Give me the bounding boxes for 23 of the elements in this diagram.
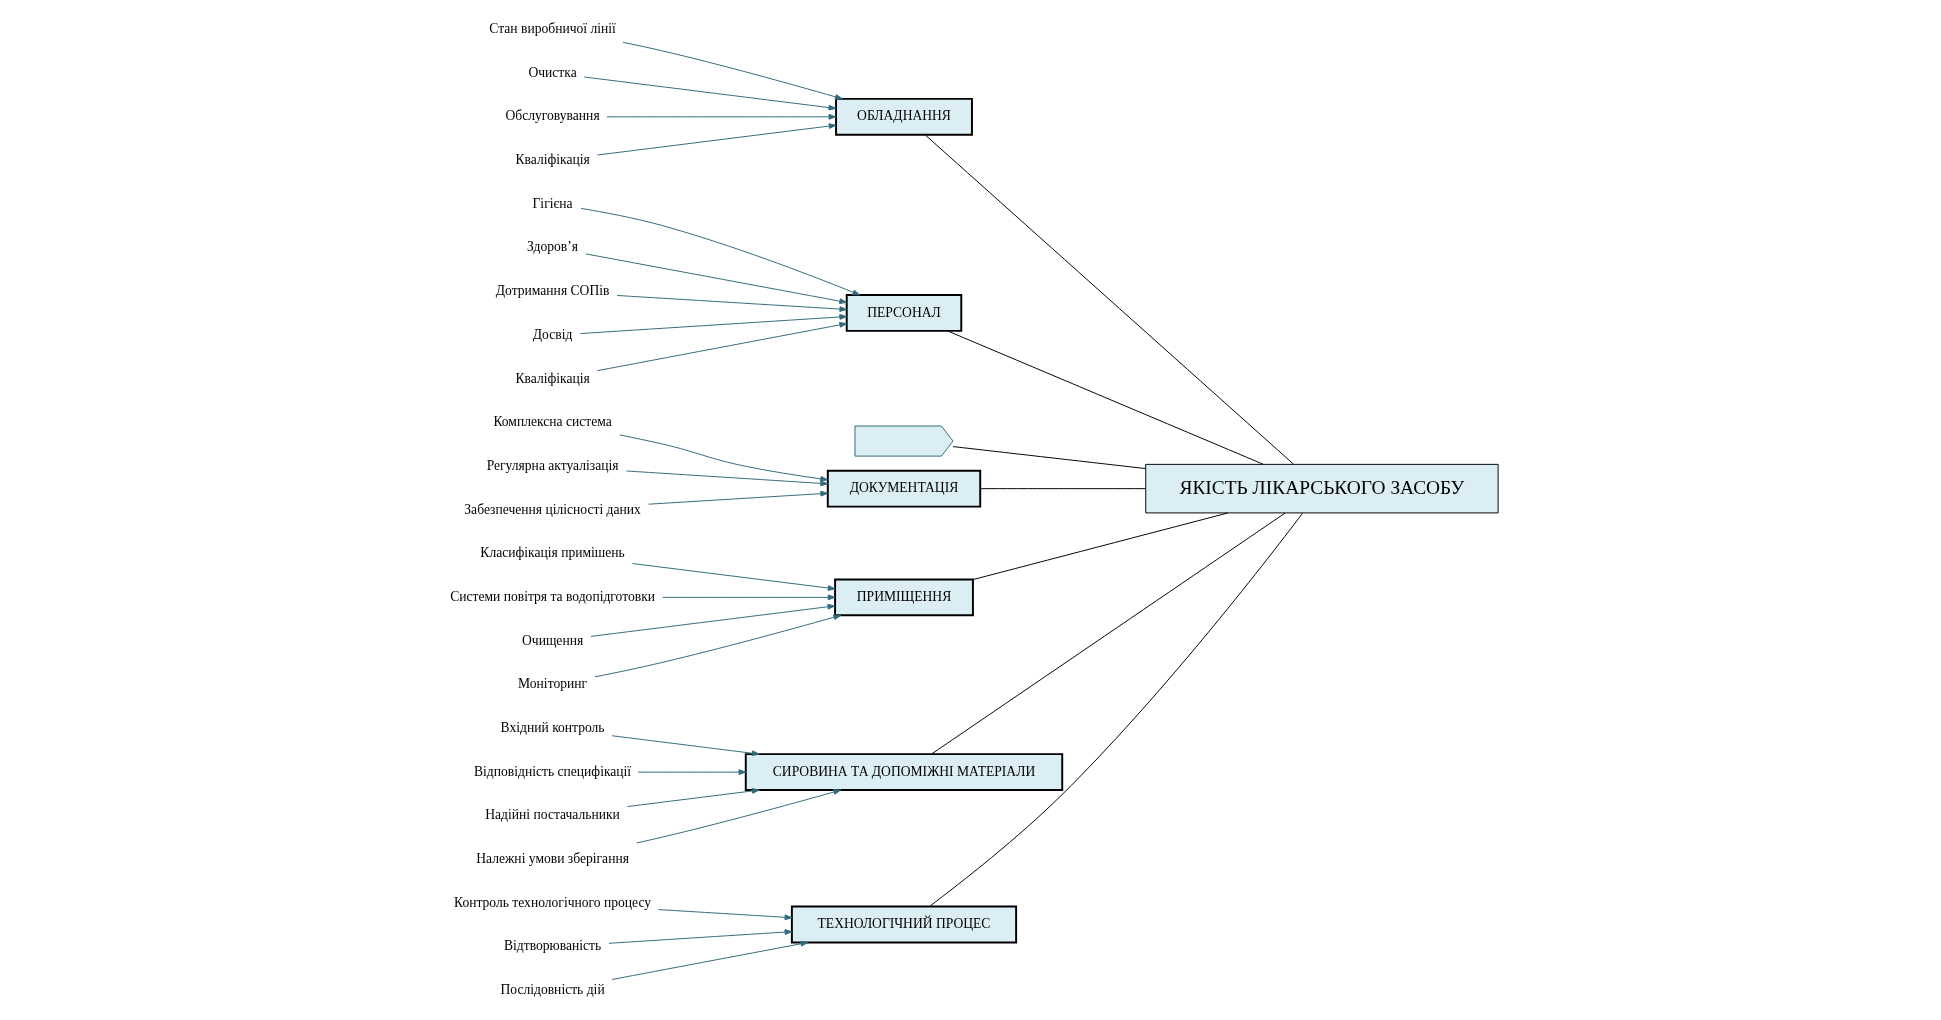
node-text: Кваліфікація bbox=[515, 152, 590, 168]
node-text: Здоров’я bbox=[527, 239, 579, 255]
node-text: Кваліфікація bbox=[515, 370, 590, 386]
node-text: Забезпечення цілісності даних bbox=[464, 501, 641, 517]
node-text: Системи повітря та водопідготовки bbox=[450, 588, 656, 604]
node-text: Гігієна bbox=[532, 195, 573, 211]
node-text: Дотримання СОПів bbox=[495, 283, 610, 299]
node-text: Моніторинг bbox=[518, 676, 588, 692]
node-text: Контроль технологічного процесу bbox=[454, 894, 652, 910]
node-text: Вхідний контроль bbox=[500, 720, 605, 736]
node-text: Комплексна система bbox=[493, 414, 612, 430]
node-text: Класифікація примішень bbox=[480, 545, 625, 561]
node-text: Відтворюваність bbox=[503, 938, 602, 954]
node-text: Стан виробничої лінії bbox=[489, 21, 616, 37]
node-text: Регулярна актуалізація bbox=[486, 457, 619, 473]
node-text: Відповідність специфікації bbox=[474, 763, 632, 779]
node-text: Надійні постачальники bbox=[485, 807, 620, 823]
node-text: Послідовність дій bbox=[500, 982, 605, 998]
node-text: Обслуговування bbox=[505, 108, 600, 124]
node-text: Належні умови зберігання bbox=[476, 851, 629, 867]
node-text: Очистка bbox=[528, 64, 577, 80]
node-text: Очищення bbox=[521, 632, 584, 648]
node-text: Досвід bbox=[532, 326, 573, 342]
